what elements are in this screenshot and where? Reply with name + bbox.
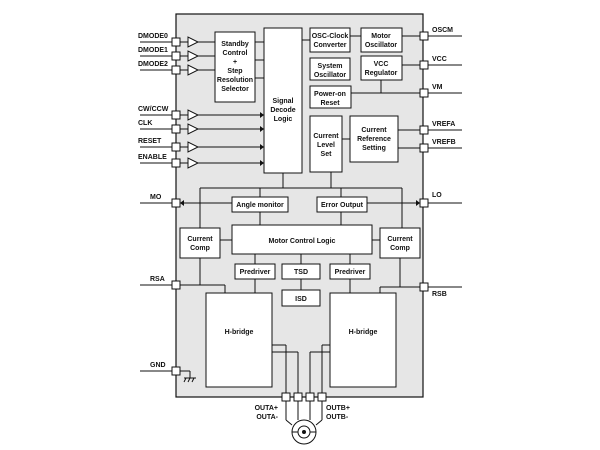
predriver-left-label: Predriver	[240, 269, 271, 276]
system-oscillator-block: System Oscillator	[309, 57, 351, 81]
h-bridge-left-block: H-bridge	[205, 292, 273, 388]
motor-osc-label-2: Oscillator	[365, 42, 398, 49]
por-label-1: Power-on	[314, 91, 346, 98]
right-pin-wires	[428, 35, 462, 288]
standby-label-4: Step	[227, 68, 242, 75]
error-output-block: Error Output	[316, 196, 368, 213]
pin-dmode2: DMODE2	[138, 61, 168, 68]
pin-outb-plus: OUTB+	[326, 405, 350, 412]
pin-outa-minus: OUTA-	[256, 414, 278, 421]
angle-monitor-label: Angle monitor	[236, 202, 284, 209]
motor-control-label: Motor Control Logic	[269, 238, 336, 245]
current-comp-right-block: Current Comp	[379, 227, 421, 259]
pin-rsa: RSA	[150, 276, 165, 283]
pin-outa-plus: OUTA+	[255, 405, 278, 412]
current-level-set-block: Current Level Set	[309, 115, 343, 173]
signal-label-1: Signal	[272, 98, 293, 105]
cc-right-label-2: Comp	[390, 245, 410, 252]
motor-control-logic-block: Motor Control Logic	[231, 224, 373, 255]
current-comp-left-block: Current Comp	[179, 227, 221, 259]
h-bridge-right-label: H-bridge	[349, 329, 378, 336]
pin-outb-minus: OUTB-	[326, 414, 349, 421]
isd-block: ISD	[281, 289, 321, 307]
pin-clk: CLK	[138, 120, 152, 127]
left-pin-pads	[171, 37, 181, 376]
standby-label-6: Selector	[221, 86, 249, 93]
standby-label-2: Control	[223, 50, 248, 57]
cc-left-label-1: Current	[187, 236, 213, 243]
standby-label-5: Resolution	[217, 77, 253, 84]
standby-control-block: Standby Control + Step Resolution Select…	[214, 31, 256, 103]
pin-dmode1: DMODE1	[138, 47, 168, 54]
left-pin-labels: DMODE0 DMODE1 DMODE2 CW/CCW CLK RESET EN…	[138, 33, 169, 369]
pin-reset: RESET	[138, 138, 162, 145]
schmitt-buffer-icon	[180, 36, 264, 169]
crs-label-1: Current	[361, 127, 387, 134]
vcc-reg-label-2: Regulator	[365, 70, 398, 77]
crs-label-2: Reference	[357, 136, 391, 143]
standby-label-3: +	[233, 59, 237, 66]
pin-cw-ccw: CW/CCW	[138, 106, 169, 113]
tsd-block: TSD	[281, 263, 321, 280]
tsd-label: TSD	[294, 269, 308, 276]
internal-wires	[180, 35, 420, 426]
ground-icon	[183, 377, 196, 383]
current-reference-setting-block: Current Reference Setting	[349, 115, 399, 163]
pin-vm: VM	[432, 84, 443, 91]
pin-lo: LO	[432, 192, 442, 199]
sys-osc-label-2: Oscillator	[314, 72, 347, 79]
pin-mo: MO	[150, 194, 162, 201]
cls-label-1: Current	[313, 133, 339, 140]
cls-label-3: Set	[321, 151, 333, 158]
angle-monitor-block: Angle monitor	[231, 196, 289, 213]
signal-label-2: Decode	[270, 107, 295, 114]
pin-dmode0: DMODE0	[138, 33, 168, 40]
right-pin-labels: OSCM VCC VM VREFA VREFB LO RSB	[432, 27, 456, 298]
h-bridge-left-label: H-bridge	[225, 329, 254, 336]
pin-vrefb: VREFB	[432, 139, 456, 146]
vcc-regulator-block: VCC Regulator	[360, 55, 403, 81]
motor-osc-label-1: Motor	[371, 33, 391, 40]
pin-vcc: VCC	[432, 56, 447, 63]
standby-label-1: Standby	[221, 41, 249, 48]
pin-enable: ENABLE	[138, 154, 167, 161]
osc-clock-converter-block: OSC-Clock Converter	[309, 27, 351, 53]
pin-gnd: GND	[150, 362, 166, 369]
error-output-label: Error Output	[321, 202, 364, 209]
cc-right-label-1: Current	[387, 236, 413, 243]
signal-label-3: Logic	[274, 116, 293, 123]
predriver-right-block: Predriver	[329, 263, 371, 280]
stepper-motor-icon	[291, 419, 317, 445]
cls-label-2: Level	[317, 142, 335, 149]
h-bridge-right-block: H-bridge	[329, 292, 397, 388]
predriver-left-block: Predriver	[234, 263, 276, 280]
pin-oscm: OSCM	[432, 27, 453, 34]
por-label-2: Reset	[320, 100, 340, 107]
osc-label-1: OSC-Clock	[312, 33, 349, 40]
bottom-pin-labels: OUTA+ OUTA- OUTB+ OUTB-	[255, 405, 350, 421]
pin-rsb: RSB	[432, 291, 447, 298]
crs-label-3: Setting	[362, 145, 386, 152]
predriver-right-label: Predriver	[335, 269, 366, 276]
vcc-reg-label-1: VCC	[374, 61, 389, 68]
left-pin-wires	[140, 41, 172, 372]
motor-oscillator-block: Motor Oscillator	[360, 27, 403, 53]
signal-decode-block: Signal Decode Logic	[263, 27, 303, 174]
pin-vrefa: VREFA	[432, 121, 455, 128]
isd-label: ISD	[295, 296, 307, 303]
osc-label-2: Converter	[313, 42, 346, 49]
sys-osc-label-1: System	[318, 63, 343, 70]
cc-left-label-2: Comp	[190, 245, 210, 252]
power-on-reset-block: Power-on Reset	[309, 85, 352, 109]
